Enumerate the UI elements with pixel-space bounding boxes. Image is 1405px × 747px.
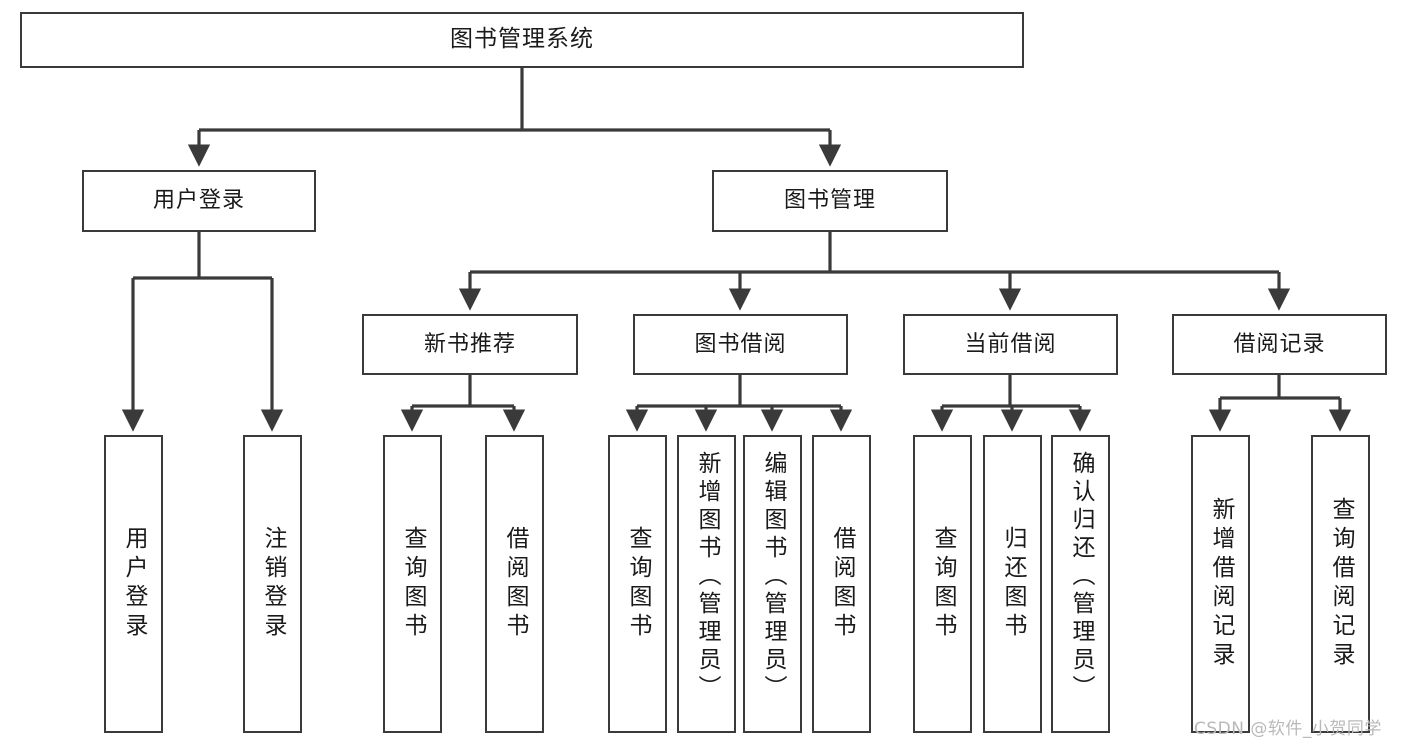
csdn-watermark: CSDN @软件_小贺同学 [1194,719,1382,739]
node-label: 用户登录 [152,188,245,214]
node-label: 当前借阅 [964,331,1057,357]
node-leaf-user-login[interactable]: 用户登录 [104,435,163,733]
node-new-book-recommend[interactable]: 新书推荐 [362,314,578,375]
node-leaf-query-record[interactable]: 查询借阅记录 [1311,435,1370,733]
node-book-management[interactable]: 图书管理 [712,170,948,232]
node-leaf-logout-login[interactable]: 注销登录 [243,435,302,733]
node-leaf-borrow-book-2[interactable]: 借阅图书 [812,435,871,733]
node-label: 新增图书（管理员） [694,451,720,703]
node-label: 借阅图书 [829,526,855,642]
node-label: 图书管理系统 [450,26,594,53]
node-leaf-confirm-return[interactable]: 确认归还（管理员） [1051,435,1110,733]
node-leaf-query-book-3[interactable]: 查询图书 [913,435,972,733]
node-current-borrow[interactable]: 当前借阅 [903,314,1118,375]
node-leaf-add-book[interactable]: 新增图书（管理员） [677,435,736,733]
node-label: 图书管理 [783,188,876,214]
node-label: 新增借阅记录 [1208,497,1234,671]
node-label: 借阅图书 [502,526,528,642]
node-label: 查询图书 [625,526,651,642]
node-label: 用户登录 [121,526,147,642]
node-label: 归还图书 [1000,526,1026,642]
node-leaf-return-book[interactable]: 归还图书 [983,435,1042,733]
node-label: 查询图书 [930,526,956,642]
node-borrow-record[interactable]: 借阅记录 [1172,314,1387,375]
node-user-login[interactable]: 用户登录 [82,170,316,232]
node-book-management-system[interactable]: 图书管理系统 [20,12,1024,68]
node-leaf-query-book-1[interactable]: 查询图书 [383,435,442,733]
node-label: 查询借阅记录 [1328,497,1354,671]
node-leaf-edit-book[interactable]: 编辑图书（管理员） [743,435,802,733]
node-book-borrow[interactable]: 图书借阅 [633,314,848,375]
node-label: 借阅记录 [1233,331,1326,357]
node-label: 图书借阅 [694,331,787,357]
node-label: 注销登录 [260,526,286,642]
node-label: 新书推荐 [423,331,516,357]
node-label: 确认归还（管理员） [1068,451,1094,703]
node-label: 查询图书 [400,526,426,642]
node-leaf-borrow-book-1[interactable]: 借阅图书 [485,435,544,733]
node-leaf-query-book-2[interactable]: 查询图书 [608,435,667,733]
node-leaf-add-record[interactable]: 新增借阅记录 [1191,435,1250,733]
node-label: 编辑图书（管理员） [760,451,786,703]
